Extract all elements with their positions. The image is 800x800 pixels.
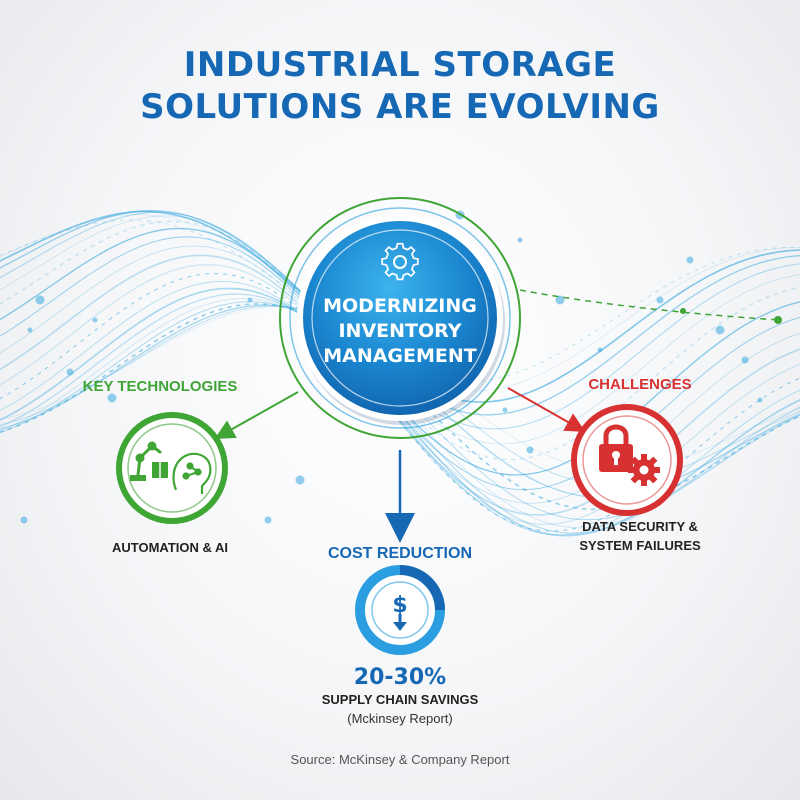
green-dot: [680, 308, 686, 314]
source-footnote: Source: McKinsey & Company Report: [290, 752, 510, 767]
wave-dot: [502, 407, 508, 413]
wave-dot: [295, 475, 305, 485]
wave-dot: [555, 295, 565, 305]
hub-line-2: INVENTORY: [338, 320, 462, 342]
padlock-icon: [599, 424, 633, 472]
dollar-down-icon: $: [392, 593, 408, 631]
title-line-1: INDUSTRIAL STORAGE: [183, 45, 617, 85]
key-technologies-badge: [116, 412, 228, 524]
hub-label: MODERNIZING INVENTORY MANAGEMENT: [300, 294, 500, 369]
svg-text:$: $: [392, 593, 407, 618]
hub-line-1: MODERNIZING: [323, 295, 477, 317]
savings-report-note: (Mckinsey Report): [347, 711, 453, 726]
wave-dot: [597, 347, 603, 353]
gear-icon: [381, 242, 419, 281]
wave-dot: [757, 397, 763, 403]
hub-line-3: MANAGEMENT: [323, 345, 477, 367]
wave-dot: [66, 368, 74, 376]
hub-circle: [297, 215, 503, 421]
savings-percentage: 20-30%: [353, 665, 447, 690]
wave-dot: [656, 296, 664, 304]
automation-caption: AUTOMATION & AI: [111, 540, 229, 555]
key-technologies-label: KEY TECHNOLOGIES: [82, 378, 238, 395]
wave-dot: [107, 393, 117, 403]
green-dot: [774, 316, 782, 324]
challenges-label: CHALLENGES: [588, 376, 692, 393]
savings-caption: SUPPLY CHAIN SAVINGS: [321, 692, 479, 707]
page-title: INDUSTRIAL STORAGE SOLUTIONS ARE EVOLVIN…: [0, 44, 800, 128]
connector-key-technologies: [214, 391, 299, 439]
wave-dot: [92, 317, 98, 323]
wave-dot: [715, 325, 725, 335]
title-line-2: SOLUTIONS ARE EVOLVING: [140, 87, 660, 127]
hub-inner-ring: [311, 229, 489, 407]
wave-dot: [741, 356, 749, 364]
challenges-caption: DATA SECURITY & SYSTEM FAILURES: [540, 517, 740, 555]
wave-dot: [27, 327, 33, 333]
wave-line: [0, 303, 800, 511]
connector-challenges: [507, 387, 586, 432]
gear-icon: [628, 454, 660, 486]
hub-outer-ring-green: [279, 197, 521, 439]
hub-outer-ring-blue: [289, 207, 511, 429]
wave-dot: [686, 256, 694, 264]
challenges-badge: [571, 404, 683, 516]
ai-brain-icon: [172, 452, 212, 494]
wave-dot: [247, 297, 253, 303]
box-icon: [152, 462, 168, 478]
wave-dot: [35, 295, 45, 305]
wave-line: [0, 220, 800, 461]
wave-dot: [264, 516, 272, 524]
cost-reduction-label: COST REDUCTION: [328, 545, 472, 562]
cost-reduction-badge: $: [355, 565, 445, 655]
wave-dot: [20, 516, 28, 524]
challenges-caption-line-2: SYSTEM FAILURES: [579, 538, 701, 553]
robot-arm-icon: [130, 441, 162, 481]
wave-dot: [517, 237, 523, 243]
wave-dot: [526, 446, 534, 454]
challenges-caption-line-1: DATA SECURITY &: [582, 519, 698, 534]
